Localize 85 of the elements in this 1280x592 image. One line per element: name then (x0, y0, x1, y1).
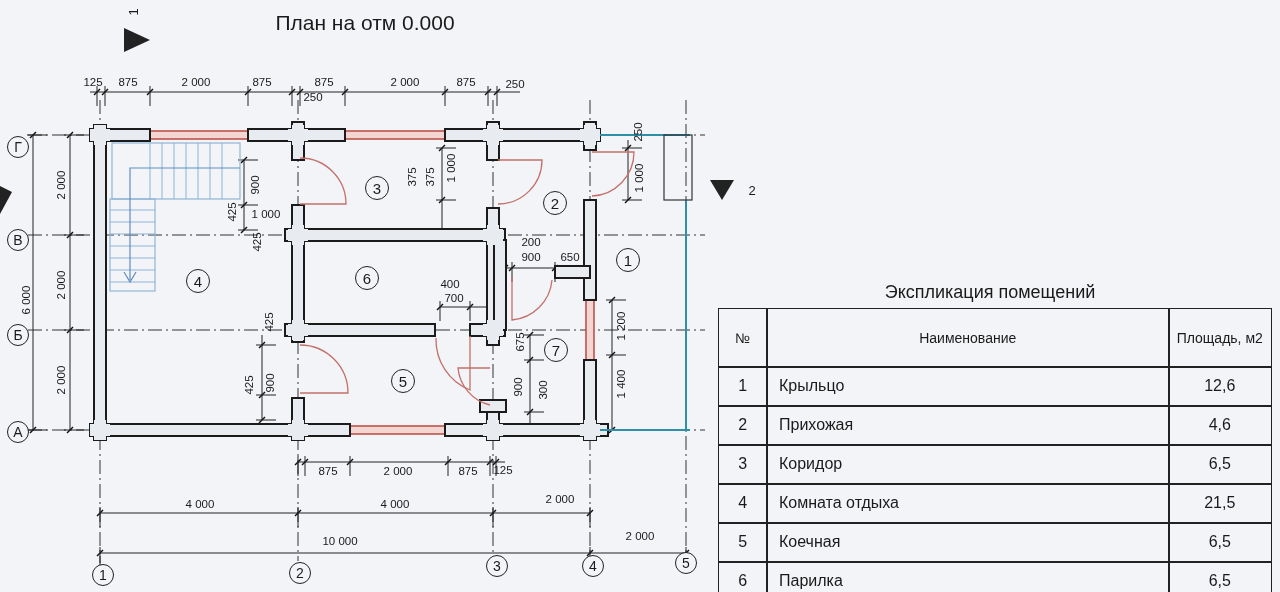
room-area: 21,5 (1168, 483, 1272, 524)
dimension-value: 900 (265, 373, 277, 393)
room-number: 6 (355, 266, 379, 290)
dimension-value: 1 000 (251, 209, 281, 221)
room-area: 4,6 (1168, 405, 1272, 446)
dimension-value: 700 (444, 293, 464, 305)
dimension-value: 425 (252, 232, 264, 252)
dimension-value: 2 000 (56, 365, 68, 395)
column-header: № (718, 308, 768, 368)
dimension-value: 300 (538, 380, 550, 400)
axis-marker: 2 (289, 562, 311, 584)
dimension-value: 250 (303, 92, 323, 104)
dimension-value: 875 (318, 466, 338, 478)
axis-marker: 4 (582, 555, 604, 577)
room-name: Парилка (766, 561, 1170, 592)
room-name: Коридор (766, 444, 1170, 485)
row-number: 3 (718, 444, 768, 485)
dimension-value: 875 (458, 466, 478, 478)
room-area: 12,6 (1168, 366, 1272, 407)
dimension-value: 2 000 (383, 466, 413, 478)
room-area: 6,5 (1168, 444, 1272, 485)
section-mark-number: 2 (748, 183, 756, 197)
dimension-value: 2 000 (545, 494, 575, 506)
room-number: 2 (543, 191, 567, 215)
dimension-value: 2 000 (56, 270, 68, 300)
dimension-value: 6 000 (21, 285, 33, 315)
room-number: 4 (186, 269, 210, 293)
dimension-value: 900 (513, 377, 525, 397)
axis-marker: Г (7, 136, 29, 158)
dimension-value: 1 000 (634, 163, 646, 193)
room-number: 5 (391, 369, 415, 393)
dimension-value: 425 (227, 202, 239, 222)
room-number: 1 (616, 248, 640, 272)
dimension-value: 875 (456, 77, 476, 89)
column-header: Площадь, м2 (1168, 308, 1272, 368)
room-area: 6,5 (1168, 522, 1272, 563)
dimension-value: 200 (521, 237, 541, 249)
dimension-value: 650 (560, 252, 580, 264)
dimension-value: 875 (118, 77, 138, 89)
room-number: 7 (544, 338, 568, 362)
row-number: 1 (718, 366, 768, 407)
axis-marker: А (7, 421, 29, 443)
room-name: Крыльцо (766, 366, 1170, 407)
row-number: 6 (718, 561, 768, 592)
dimension-value: 375 (407, 167, 419, 187)
section-mark-number: 1 (126, 8, 140, 16)
dimension-value: 125 (493, 465, 513, 477)
dimension-value: 375 (425, 167, 437, 187)
dimension-value: 2 000 (181, 77, 211, 89)
dimension-value: 425 (264, 312, 276, 332)
row-number: 2 (718, 405, 768, 446)
dimension-value: 4 000 (380, 499, 410, 511)
row-number: 4 (718, 483, 768, 524)
dimension-value: 400 (440, 279, 460, 291)
room-name: Прихожая (766, 405, 1170, 446)
axis-marker: 5 (675, 552, 697, 574)
dimension-value: 900 (250, 175, 262, 195)
column-header: Наименование (766, 308, 1170, 368)
room-name: Коечная (766, 522, 1170, 563)
axis-marker: 3 (486, 555, 508, 577)
dimension-value: 875 (314, 77, 334, 89)
room-area: 6,5 (1168, 561, 1272, 592)
axis-marker: Б (7, 324, 29, 346)
dimension-value: 1 200 (616, 311, 628, 341)
dimension-value: 2 000 (625, 531, 655, 543)
dimension-value: 1 000 (446, 153, 458, 183)
dimension-value: 250 (633, 122, 645, 142)
dimension-value: 1 400 (616, 369, 628, 399)
dimension-value: 675 (515, 332, 527, 352)
room-number: 3 (365, 176, 389, 200)
dimension-value: 900 (521, 252, 541, 264)
plan-title: План на отм 0.000 (275, 11, 455, 33)
dimension-value: 4 000 (185, 499, 215, 511)
table-title: Экспликация помещений (884, 283, 1096, 301)
dimension-value: 125 (83, 77, 103, 89)
dimension-value: 425 (244, 375, 256, 395)
axis-marker: 1 (92, 564, 114, 586)
dimension-value: 250 (505, 79, 525, 91)
row-number: 5 (718, 522, 768, 563)
dimension-value: 10 000 (322, 536, 358, 548)
room-name: Комната отдыха (766, 483, 1170, 524)
dimension-value: 2 000 (56, 170, 68, 200)
dimension-value: 2 000 (390, 77, 420, 89)
dimension-value: 875 (252, 77, 272, 89)
axis-marker: В (7, 229, 29, 251)
